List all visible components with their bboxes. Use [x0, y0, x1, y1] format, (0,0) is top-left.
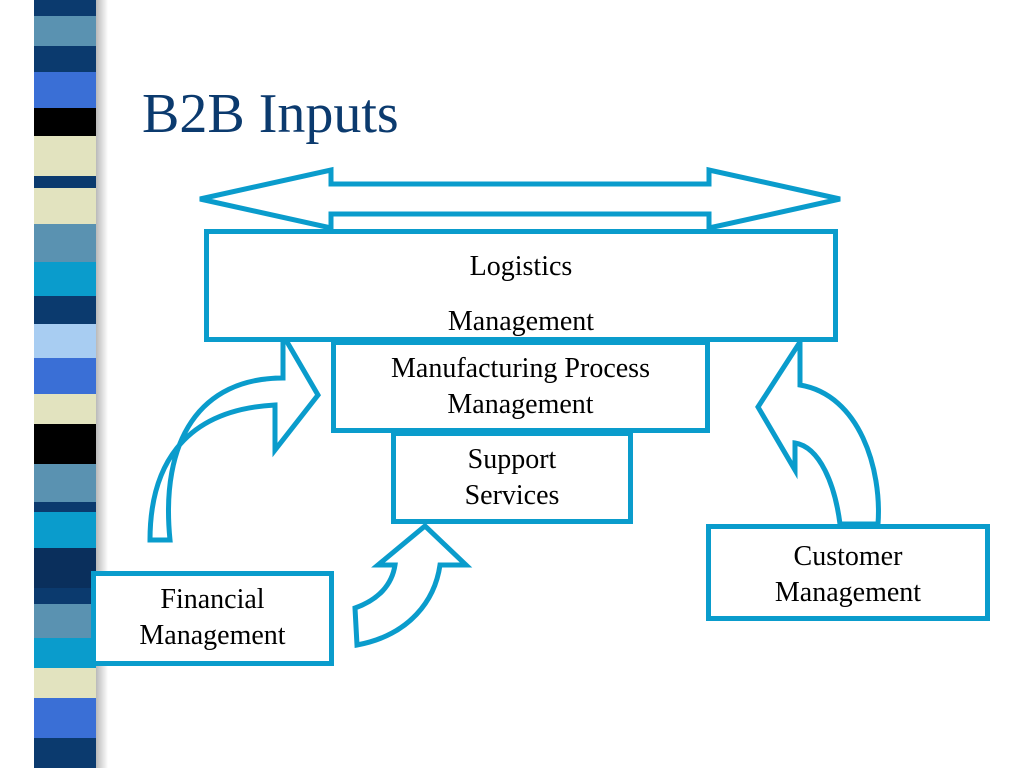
decorative-stripe [34, 548, 96, 588]
customer-line-2: Management [774, 577, 922, 608]
decorative-stripe [34, 502, 96, 512]
decorative-stripe [34, 512, 96, 548]
customer-management-box: Customer Management [706, 524, 990, 621]
logistics-line-1: Logistics [469, 251, 573, 282]
decorative-stripe [34, 464, 96, 502]
decorative-stripe [34, 0, 96, 16]
support-line-2: Services [464, 480, 560, 511]
decorative-stripe [34, 188, 96, 224]
decorative-stripe [34, 604, 96, 638]
decorative-stripe [34, 136, 96, 176]
double-headed-arrow-icon [199, 166, 841, 232]
logistics-management-box: Logistics Management [204, 229, 838, 342]
support-line-1: Support [467, 444, 557, 475]
decorative-stripe [34, 176, 96, 188]
manufacturing-process-management-box: Manufacturing Process Management [331, 340, 710, 433]
decorative-stripe-bar [34, 0, 96, 768]
slide-title: B2B Inputs [142, 83, 399, 145]
decorative-stripe [34, 424, 96, 464]
curved-arrow-up-left-icon [755, 333, 881, 527]
logistics-line-2: Management [447, 306, 595, 337]
decorative-stripe [34, 72, 96, 108]
decorative-stripe [34, 324, 96, 358]
decorative-stripe [34, 668, 96, 698]
decorative-stripe [34, 638, 96, 668]
decorative-stripe [34, 46, 96, 72]
decorative-stripe [34, 394, 96, 424]
decorative-stripe [34, 108, 96, 136]
decorative-stripe [34, 588, 96, 604]
decorative-stripe [34, 224, 96, 262]
decorative-stripe [34, 698, 96, 738]
curved-arrow-up-right-icon [147, 325, 322, 543]
decorative-stripe [34, 738, 96, 768]
decorative-stripe [34, 358, 96, 394]
decorative-stripe [34, 16, 96, 46]
financial-line-1: Financial [160, 584, 265, 615]
support-services-box: Support Services [391, 431, 633, 524]
manufacturing-line-1: Manufacturing Process [391, 353, 650, 384]
curved-arrow-up-icon [352, 522, 473, 648]
financial-management-box: Financial Management [91, 571, 334, 666]
decorative-stripe [34, 262, 96, 296]
decorative-stripe [34, 296, 96, 324]
customer-line-1: Customer [793, 541, 903, 572]
manufacturing-line-2: Management [447, 389, 594, 420]
financial-line-2: Management [139, 620, 286, 651]
